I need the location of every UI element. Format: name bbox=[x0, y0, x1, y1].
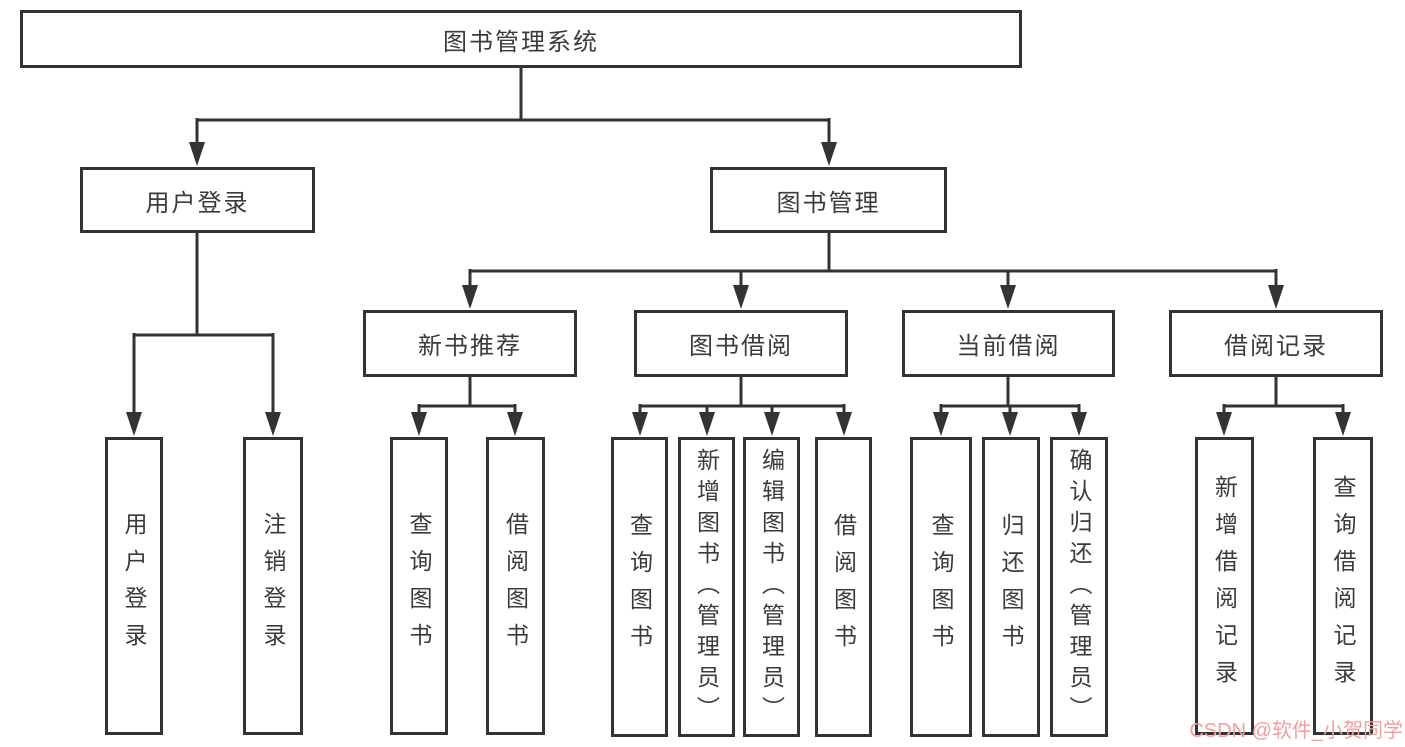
node-current-borrow: 当前借阅 bbox=[902, 310, 1115, 377]
leaf-borrow-books-1-label: 借阅图书 bbox=[502, 512, 529, 660]
leaf-query-books-3-label: 查询图书 bbox=[928, 513, 954, 661]
leaf-query-borrow-record-label: 查询借阅记录 bbox=[1330, 475, 1356, 697]
leaf-confirm-return-admin-label: 确认归还（管理员） bbox=[1066, 447, 1092, 727]
connector-new-book-rec-to-leaves bbox=[411, 377, 523, 436]
leaf-logout-label: 注销登录 bbox=[260, 512, 286, 660]
leaf-borrow-books-2: 借阅图书 bbox=[815, 437, 872, 737]
leaf-borrow-books-1: 借阅图书 bbox=[486, 437, 545, 735]
node-new-book-rec-label: 新书推荐 bbox=[418, 333, 522, 360]
connector-root-to-level2 bbox=[189, 68, 837, 166]
connector-user-login-to-leaves bbox=[126, 233, 281, 436]
leaf-add-book-admin-label: 新增图书（管理员） bbox=[693, 447, 720, 727]
node-borrow-records-label: 借阅记录 bbox=[1224, 333, 1328, 360]
leaf-logout: 注销登录 bbox=[243, 437, 303, 735]
node-current-borrow-label: 当前借阅 bbox=[956, 333, 1061, 360]
node-root-label: 图书管理系统 bbox=[443, 28, 599, 56]
node-book-mgmt-label: 图书管理 bbox=[776, 189, 881, 217]
leaf-user-login: 用户登录 bbox=[105, 437, 163, 735]
leaf-edit-book-admin: 编辑图书（管理员） bbox=[743, 437, 800, 737]
csdn-watermark: CSDN @软件_小贺同学 bbox=[1189, 720, 1403, 742]
leaf-query-borrow-record: 查询借阅记录 bbox=[1313, 437, 1373, 735]
node-new-book-rec: 新书推荐 bbox=[363, 310, 577, 377]
leaf-borrow-books-2-label: 借阅图书 bbox=[830, 513, 857, 661]
leaf-add-borrow-record-label: 新增借阅记录 bbox=[1211, 475, 1238, 697]
node-root: 图书管理系统 bbox=[20, 10, 1022, 68]
leaf-query-books-1: 查询图书 bbox=[390, 437, 448, 735]
connector-current-borrow-to-leaves bbox=[933, 377, 1087, 436]
leaf-confirm-return-admin: 确认归还（管理员） bbox=[1050, 437, 1108, 737]
leaf-query-books-2: 查询图书 bbox=[611, 437, 668, 737]
leaf-add-book-admin: 新增图书（管理员） bbox=[678, 437, 735, 737]
leaf-edit-book-admin-label: 编辑图书（管理员） bbox=[758, 447, 785, 727]
leaf-return-books: 归还图书 bbox=[982, 437, 1040, 737]
connector-book-borrow-to-leaves bbox=[632, 377, 852, 436]
leaf-query-books-1-label: 查询图书 bbox=[406, 512, 432, 660]
leaf-query-books-3: 查询图书 bbox=[910, 437, 972, 737]
node-book-borrow: 图书借阅 bbox=[634, 310, 848, 377]
leaf-query-books-2-label: 查询图书 bbox=[626, 513, 653, 661]
node-book-mgmt: 图书管理 bbox=[710, 167, 947, 233]
leaf-return-books-label: 归还图书 bbox=[998, 513, 1024, 661]
node-user-login-label: 用户登录 bbox=[145, 189, 250, 217]
node-book-borrow-label: 图书借阅 bbox=[689, 333, 793, 360]
leaf-user-login-label: 用户登录 bbox=[121, 512, 147, 660]
node-user-login: 用户登录 bbox=[80, 167, 315, 233]
connector-book-mgmt-to-level3 bbox=[462, 233, 1284, 309]
node-borrow-records: 借阅记录 bbox=[1169, 310, 1383, 377]
leaf-add-borrow-record: 新增借阅记录 bbox=[1195, 437, 1254, 735]
connector-borrow-records-to-leaves bbox=[1216, 377, 1351, 436]
